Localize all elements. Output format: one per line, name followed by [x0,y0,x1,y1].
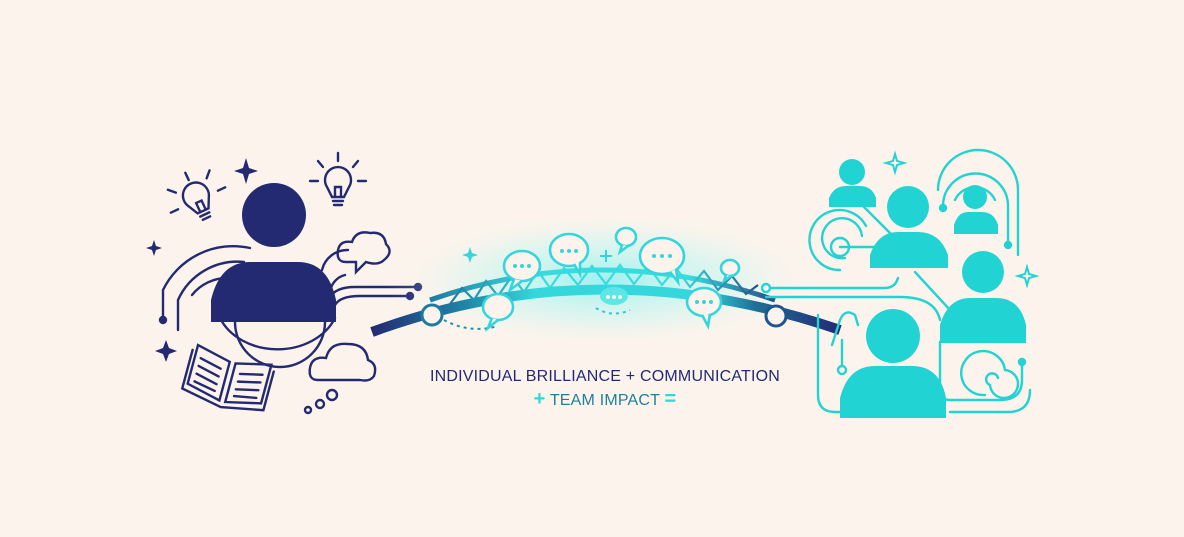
sparkle-icon [600,250,612,262]
person-icon [840,309,946,418]
speech-bubble-icon [638,236,686,287]
team-persons [829,159,1026,418]
speech-bubble-icon [600,287,628,305]
speech-bubble-icon [614,226,638,256]
person-icon [954,185,998,234]
target-icon [808,208,882,272]
orbit-arc-icon [158,245,350,369]
speech-cloud-icon [336,231,391,275]
sparkle-icon [882,150,1040,289]
spiral-icon [960,349,1020,400]
person-icon [870,186,948,268]
speech-bubble-icon [548,232,590,279]
speech-bubble-icon [502,249,542,294]
bridge-glow [385,210,825,350]
thought-cloud-icon [303,342,377,415]
equals-operator: = [664,388,677,410]
caption-team-impact: TEAM IMPACT [549,392,660,409]
speech-bubble-icon [481,292,515,333]
caption-line2: + TEAM IMPACT = [420,388,790,412]
sparkle-icon [146,158,258,362]
speech-bubbles [481,226,741,333]
lightbulb-icon [166,169,227,222]
person-icon [829,159,876,207]
speech-bubble-icon [685,286,723,330]
sparkle-icon [462,247,478,263]
caption: INDIVIDUAL BRILLIANCE + COMMUNICATION + … [420,366,790,412]
person-icon [940,251,1026,343]
plus-operator: + [533,388,546,410]
open-book-icon [180,343,275,412]
speech-bubble-icon [719,258,741,285]
lightbulb-icon [308,151,368,207]
team-group [760,148,1032,414]
caption-line1: INDIVIDUAL BRILLIANCE + COMMUNICATION [429,368,781,385]
person-icon [211,183,336,322]
network-line-icon [760,203,1032,414]
